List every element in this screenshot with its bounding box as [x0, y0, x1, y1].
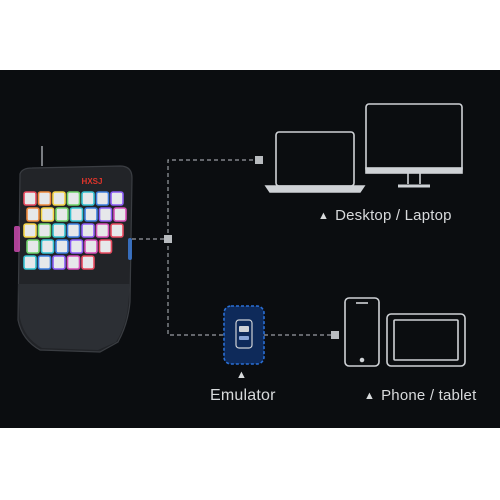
- junction-node: [164, 235, 172, 243]
- keyboard-side-light: [14, 226, 20, 252]
- keyboard-key: [55, 239, 69, 254]
- keyboard-keys: [23, 191, 127, 270]
- keyboard-key: [98, 239, 113, 254]
- keyboard-key: [81, 191, 95, 206]
- triangle-marker-icon: ▲: [236, 369, 248, 381]
- keyboard-key: [66, 255, 81, 270]
- keyboard-key: [98, 207, 113, 222]
- keyboard-key: [66, 223, 81, 238]
- keyboard-key: [52, 191, 66, 206]
- triangle-marker-icon: ▲: [364, 390, 376, 402]
- keyboard-key: [52, 255, 66, 270]
- tablet-icon: [386, 313, 466, 367]
- connection-diagram: HXSJ: [14, 103, 466, 367]
- emulator-icon: [223, 305, 265, 365]
- keyboard-logo: HXSJ: [82, 177, 103, 186]
- phone-tablet-label: ▲ Phone / tablet: [364, 387, 476, 404]
- desktop-laptop-label: ▲ Desktop / Laptop: [318, 207, 452, 224]
- keyboard-side-light-right: [128, 238, 132, 260]
- keyboard-key: [26, 207, 40, 222]
- keyboard-key: [66, 191, 81, 206]
- desktop-monitor-icon: [365, 103, 463, 188]
- keyboard-key: [55, 207, 69, 222]
- keyboard-key: [81, 223, 95, 238]
- keyboard-key: [69, 239, 84, 254]
- keyboard-key: [37, 223, 52, 238]
- connector-to-emulator: [167, 239, 226, 336]
- keyboard-key: [69, 207, 84, 222]
- connector-to-computer: [132, 159, 258, 240]
- keyboard-key: [84, 239, 98, 254]
- keyboard-key: [95, 191, 110, 206]
- connector-lines: [132, 159, 334, 336]
- keyboard-key: [37, 191, 52, 206]
- laptop-icon: [264, 131, 366, 193]
- keyboard-key: [113, 207, 127, 222]
- keyboard-key: [84, 207, 98, 222]
- desktop-laptop-text: Desktop / Laptop: [335, 207, 452, 224]
- palm-rest: [18, 284, 130, 350]
- keyboard-key: [52, 223, 66, 238]
- keyboard-key: [110, 191, 124, 206]
- phone-node: [331, 331, 339, 339]
- keyboard-key: [40, 239, 55, 254]
- keyboard-key: [23, 223, 37, 238]
- gaming-keyboard: HXSJ: [14, 165, 133, 353]
- keyboard-key: [110, 223, 124, 238]
- keyboard-key: [40, 207, 55, 222]
- emulator-label: Emulator: [210, 387, 276, 404]
- phone-icon: [344, 297, 380, 367]
- keyboard-key: [95, 223, 110, 238]
- keyboard-key: [26, 239, 40, 254]
- phone-tablet-text: Phone / tablet: [381, 387, 477, 404]
- emulator-marker: ▲: [236, 369, 247, 381]
- keyboard-key: [23, 255, 37, 270]
- keyboard-key: [23, 191, 37, 206]
- computer-node: [255, 156, 263, 164]
- keyboard-key: [37, 255, 52, 270]
- triangle-marker-icon: ▲: [318, 210, 330, 222]
- keyboard-key: [81, 255, 95, 270]
